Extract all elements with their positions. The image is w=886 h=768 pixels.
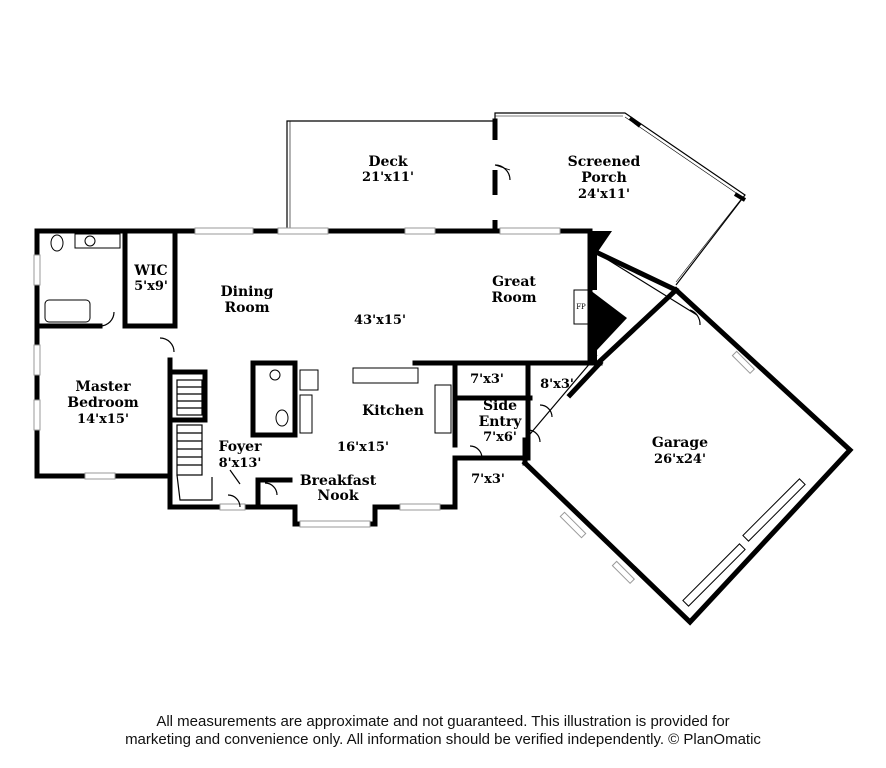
room-labels: Deck 21'x11' Screened Porch 24'x11' WIC … <box>67 154 708 504</box>
side-entry-name-line2: Entry <box>479 414 523 430</box>
great-room-size: 43'x15' <box>354 313 406 328</box>
master-bedroom-name-line2: Bedroom <box>67 395 139 411</box>
kitchen-size: 16'x15' <box>337 440 389 455</box>
deck-name: Deck <box>368 154 408 170</box>
closet-b-size: 8'x3' <box>540 377 574 392</box>
screened-porch-name-line2: Porch <box>581 170 627 186</box>
disclaimer-line1: All measurements are approximate and not… <box>156 713 730 730</box>
garage-name: Garage <box>652 435 708 451</box>
side-entry-name-line1: Side <box>483 398 517 414</box>
disclaimer-line2: marketing and convenience only. All info… <box>125 731 761 748</box>
windows <box>33 227 561 528</box>
closet-c-size: 7'x3' <box>471 472 505 487</box>
screened-porch-size: 24'x11' <box>578 187 630 202</box>
bathroom-fixtures <box>44 233 289 427</box>
deck-size: 21'x11' <box>362 170 414 185</box>
garage-walls <box>521 249 854 626</box>
screened-porch-outline <box>492 112 747 286</box>
screened-porch-name-line1: Screened <box>568 154 641 170</box>
kitchen-counters <box>299 367 452 434</box>
breakfast-nook-name-line1: Breakfast <box>300 473 377 489</box>
stairs <box>176 379 213 501</box>
disclaimer: All measurements are approximate and not… <box>0 713 886 749</box>
master-bedroom-name-line1: Master <box>75 379 131 395</box>
fireplace-label: FP <box>576 303 586 311</box>
wic-name: WIC <box>133 263 167 279</box>
fireplace <box>573 231 627 363</box>
side-entry-size: 7'x6' <box>483 430 517 445</box>
wic-size: 5'x9' <box>134 279 168 294</box>
breakfast-nook-name-line2: Nook <box>317 488 358 504</box>
master-bedroom-size: 14'x15' <box>77 412 129 427</box>
garage-size: 26'x24' <box>654 452 706 467</box>
foyer-name: Foyer <box>219 439 263 455</box>
door-swings <box>99 311 553 508</box>
great-room-name-line1: Great <box>492 274 536 290</box>
great-room-name-line2: Room <box>491 290 536 306</box>
dining-room-name-line1: Dining <box>221 284 274 300</box>
kitchen-name: Kitchen <box>362 403 424 419</box>
foyer-size: 8'x13' <box>219 456 262 471</box>
closet-a-size: 7'x3' <box>470 372 504 387</box>
dining-room-name-line2: Room <box>224 300 269 316</box>
